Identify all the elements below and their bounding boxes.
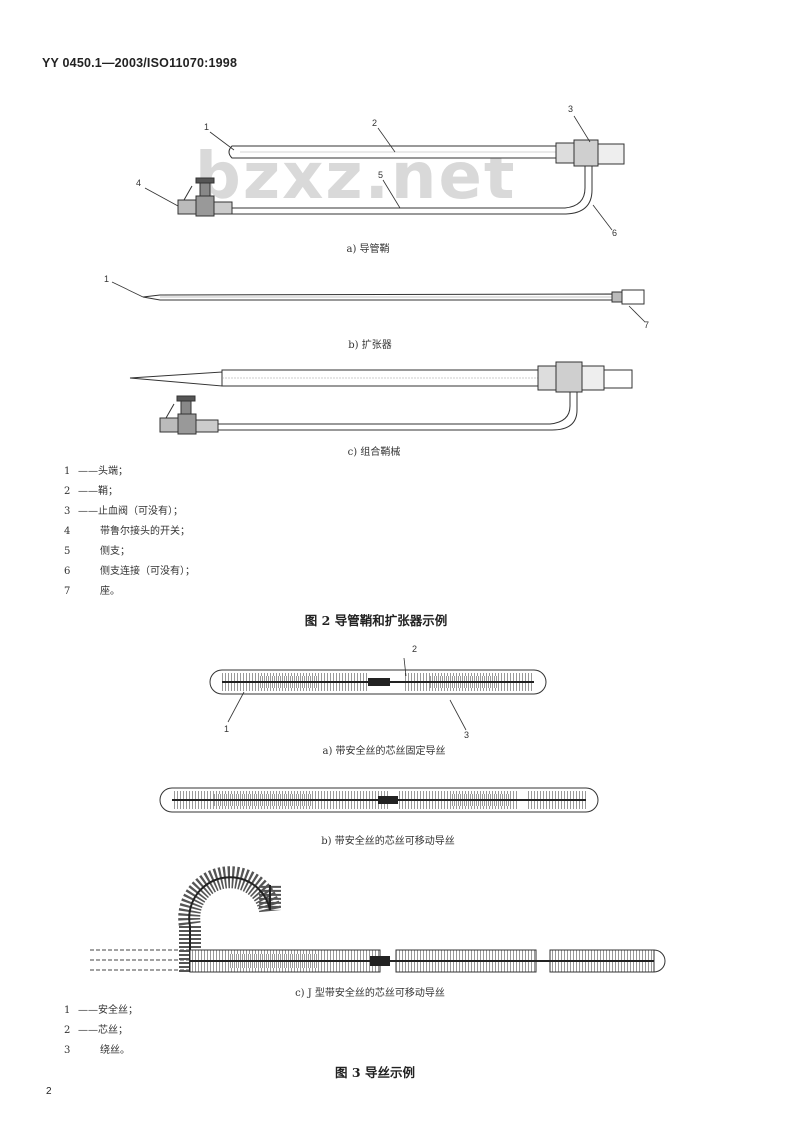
fig2-legend-row: 2——鞘； [64,486,118,497]
fig3-caption-a: a) 带安全丝的芯丝固定导丝 [322,746,446,757]
guidewire-b-drawing [159,787,599,813]
fig2-caption-c: c) 组合鞘械 [347,447,401,458]
standard-header: YY 0450.1—2003/ISO11070:1998 [42,56,238,70]
guidewire-c-drawing [90,866,666,973]
guidewire-a-drawing [209,657,547,731]
fig2-caption-a: a) 导管鞘 [346,244,390,255]
fig2b-label-1: 1 [104,274,110,284]
fig3a-label-2: 2 [412,644,418,654]
combination-drawing [129,361,633,435]
dilator-drawing [111,281,646,323]
fig2a-label-3: 3 [568,104,574,114]
fig3-legend-row: 1——安全丝； [64,1005,138,1016]
sheath-drawing [144,115,625,231]
fig3a-label-1: 1 [224,724,230,734]
fig2-title: 图 2 导管鞘和扩张器示例 [304,613,448,628]
page-number: 2 [46,1086,52,1097]
fig2-caption-b: b) 扩张器 [348,340,392,351]
fig3-title: 图 3 导丝示例 [335,1065,415,1080]
fig2a-label-5: 5 [378,170,384,180]
fig3-caption-c: c) J 型带安全丝的芯丝可移动导丝 [295,988,445,999]
fig3-caption-b: b) 带安全丝的芯丝可移动导丝 [321,836,455,847]
fig3-legend-row: 2——芯丝； [64,1025,128,1036]
fig2-legend-row: 3——止血阀（可没有）； [64,506,183,517]
fig2a-label-6: 6 [612,228,618,238]
fig2a-label-1: 1 [204,122,210,132]
fig2b-label-7: 7 [644,320,650,330]
fig2-legend-row: 1——头端； [64,466,128,477]
fig3a-label-3: 3 [464,730,470,740]
fig2a-label-4: 4 [136,178,142,188]
fig2a-label-2: 2 [372,118,378,128]
